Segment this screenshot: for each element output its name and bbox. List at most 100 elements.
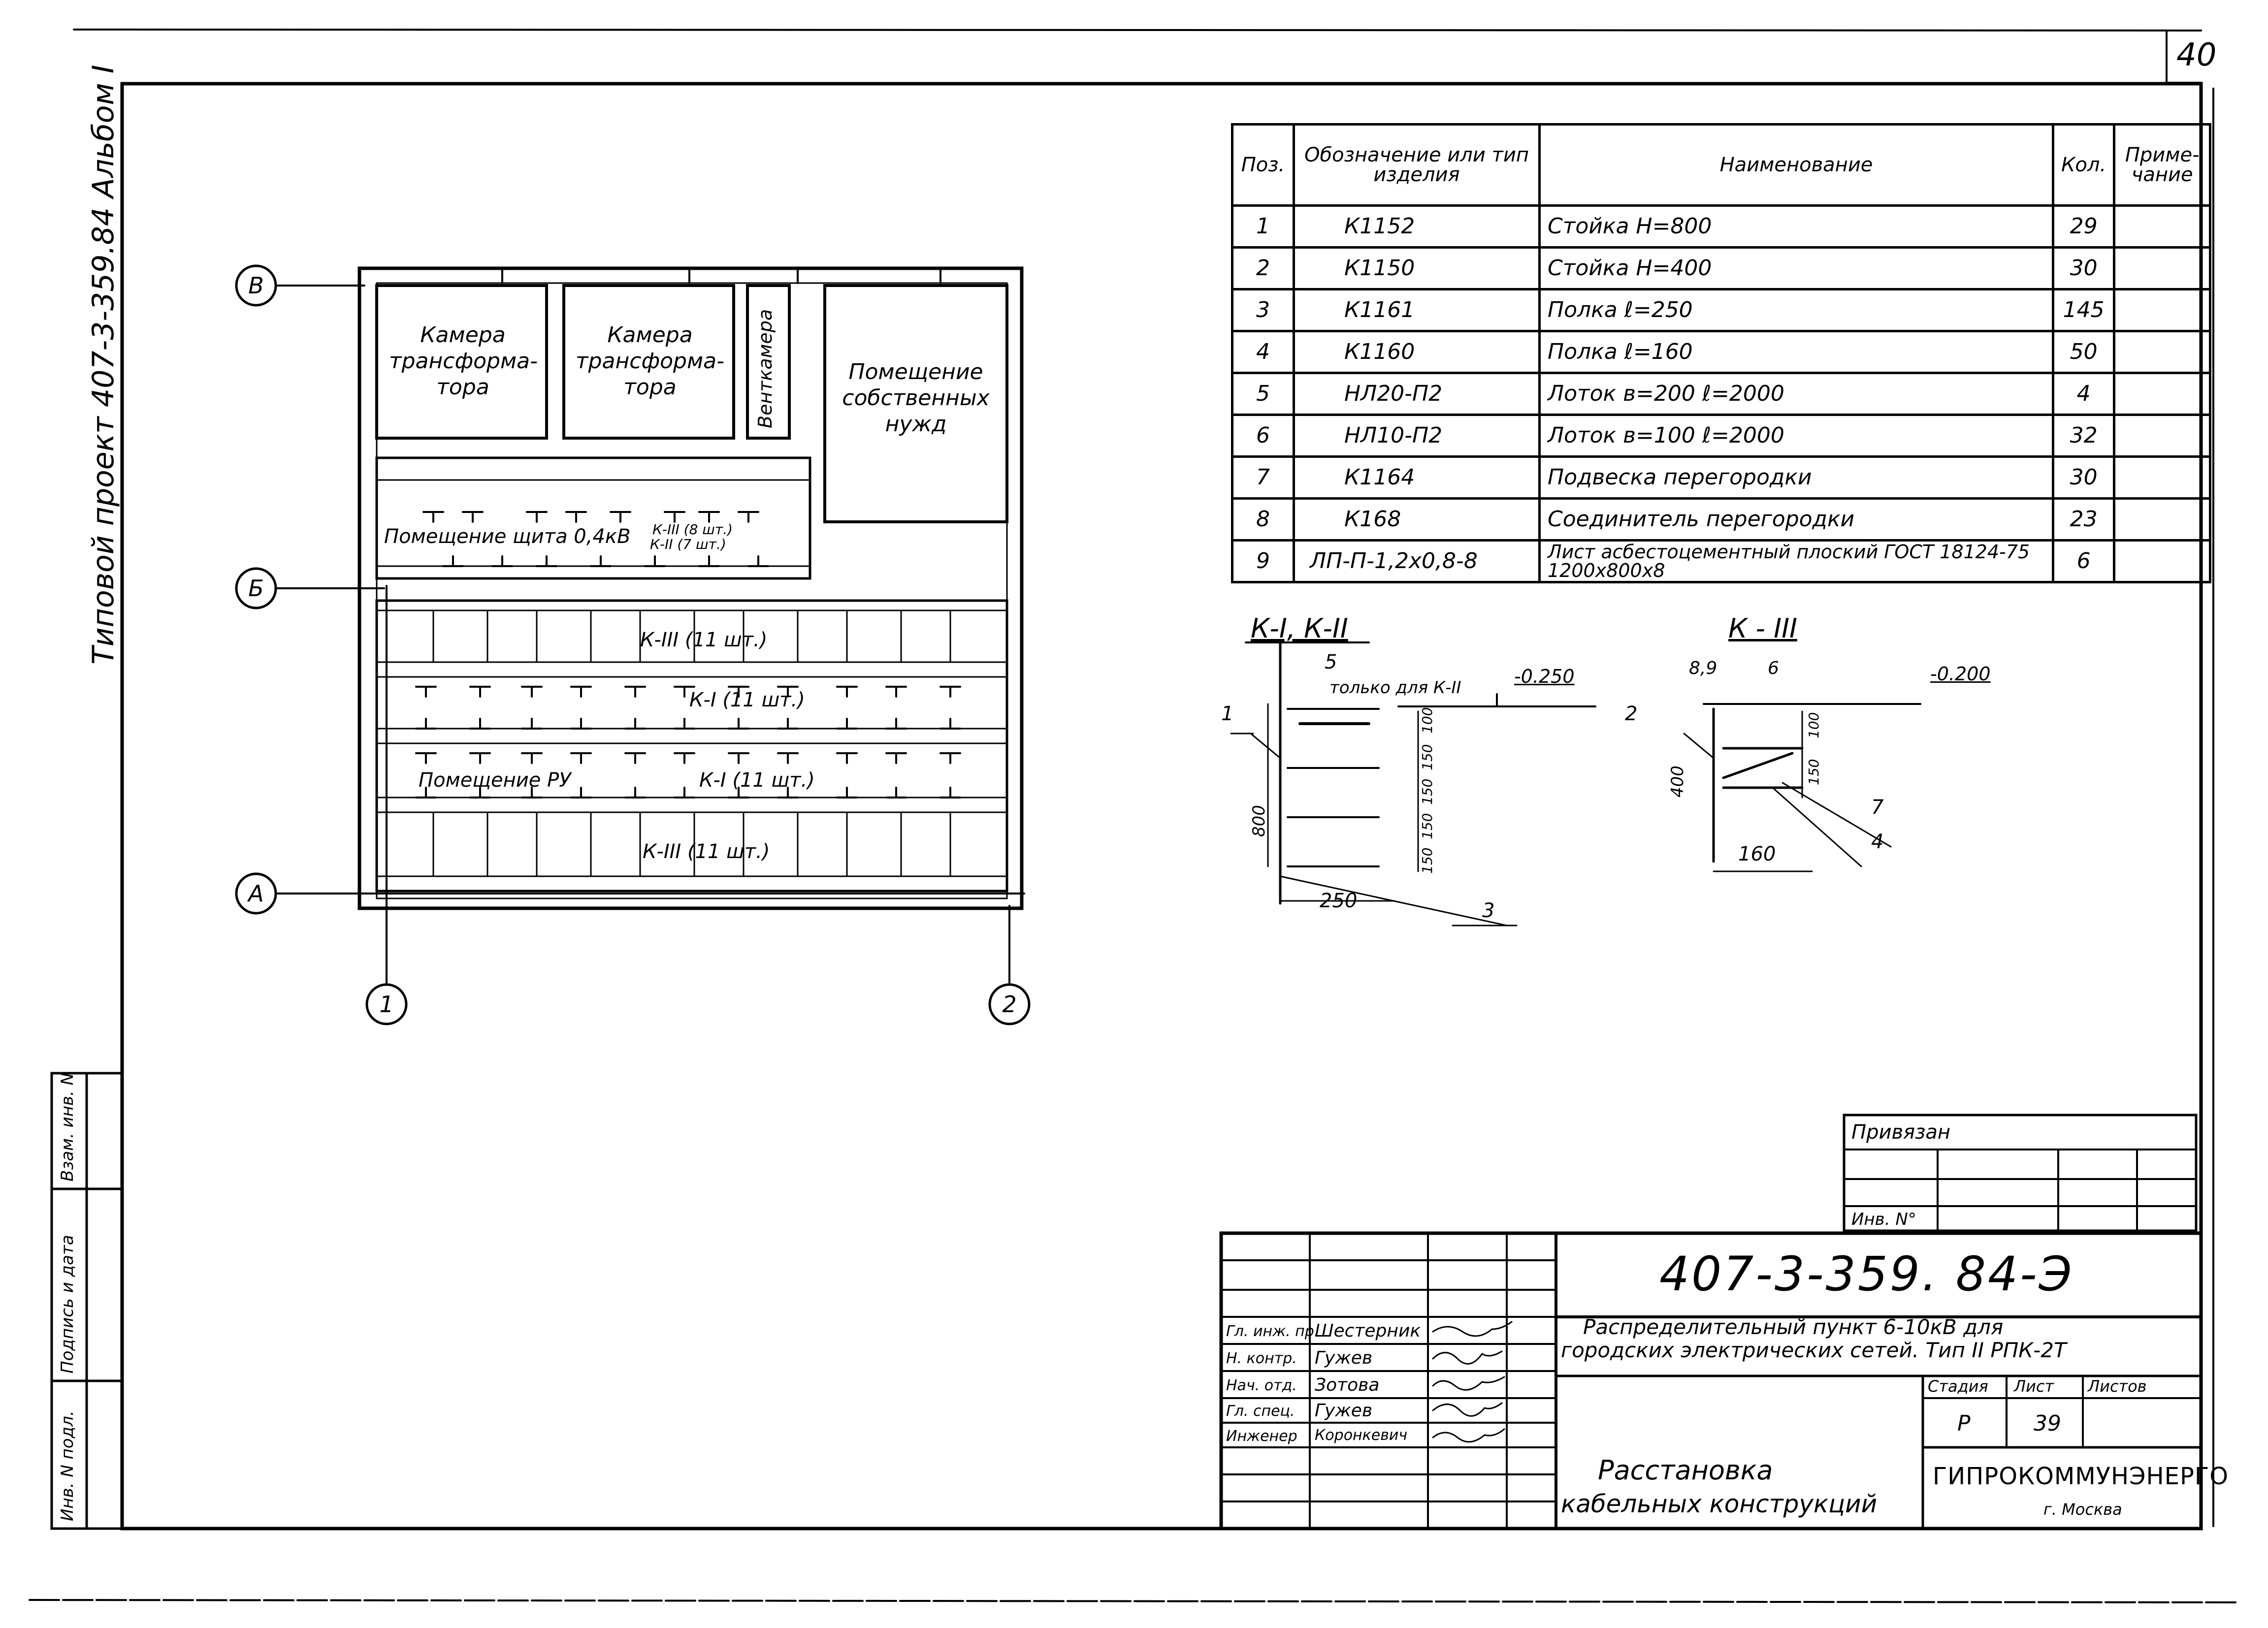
project-title-line-2: городских электрических сетей. Тип II РП… xyxy=(1561,1338,2067,1362)
cell-designation: К1150 xyxy=(1293,246,1541,290)
panel-note-k2: К-II (7 шт.) xyxy=(650,536,726,552)
cell-pos: 2 xyxy=(1231,246,1295,290)
room-panel: Помещение щита 0,4кВ xyxy=(384,525,631,548)
album-label: Типовой проект 407-3-359.84 Альбом I xyxy=(86,64,121,665)
detail-k3-dim-width: 160 xyxy=(1738,843,1776,865)
cell-designation: НЛ10-П2 xyxy=(1293,414,1541,458)
row-k1-low: К-I (11 шт.) xyxy=(699,769,815,792)
cell-designation: К1152 xyxy=(1293,204,1541,249)
cell-qty: 30 xyxy=(2051,246,2116,290)
detail-k1-dim-3: 150 xyxy=(1419,778,1435,805)
detail-k1-level: -0.250 xyxy=(1514,666,1575,687)
detail-k1-dim-5: 150 xyxy=(1419,847,1435,874)
row-k3-bottom: К-III (11 шт.) xyxy=(643,840,770,863)
org-name: ГИПРОКОММУНЭНЕРГО xyxy=(1933,1463,2229,1490)
cell-note xyxy=(2113,204,2212,249)
cell-designation: К1161 xyxy=(1293,288,1541,332)
room-transformer-2: Камера трансформа-тора xyxy=(576,322,724,400)
detail-k3-callout-7: 7 xyxy=(1871,796,1884,819)
cell-qty: 29 xyxy=(2051,204,2116,249)
cell-name: Лист асбестоцементный плоский ГОСТ 18124… xyxy=(1538,539,2054,583)
cell-pos: 7 xyxy=(1231,455,1295,500)
stamp-sign-date: Подпись и дата xyxy=(58,1235,77,1373)
stage-value: Р xyxy=(1957,1411,1971,1436)
detail-k3-dim-height: 400 xyxy=(1668,766,1687,798)
stamp-inv-podl: Инв. N подл. xyxy=(58,1410,77,1521)
detail-k1-note: только для К-II xyxy=(1329,678,1461,698)
col-qty: Кол. xyxy=(2051,123,2116,207)
cell-pos: 8 xyxy=(1231,497,1295,542)
privyazan-label: Привязан xyxy=(1851,1121,1951,1144)
cell-note xyxy=(2113,288,2212,332)
room-vent: Венткамера xyxy=(754,309,776,428)
detail-k3-dim-2: 150 xyxy=(1806,759,1822,785)
detail-k1-callout-3: 3 xyxy=(1482,899,1495,922)
person-role: Гл. инж. пр. xyxy=(1226,1323,1319,1340)
sheet-value: 39 xyxy=(2034,1411,2061,1436)
cell-designation: НЛ20-П2 xyxy=(1293,372,1541,416)
cell-name: Соединитель перегородки xyxy=(1538,497,2054,542)
person-role: Гл. спец. xyxy=(1226,1403,1295,1420)
cell-note xyxy=(2113,246,2212,290)
detail-k3-callout-4: 4 xyxy=(1871,830,1884,853)
cell-pos: 6 xyxy=(1231,414,1295,458)
cell-note xyxy=(2113,414,2212,458)
sheet-number: 40 xyxy=(2176,37,2217,73)
cell-pos: 1 xyxy=(1231,204,1295,249)
cell-qty: 6 xyxy=(2051,539,2116,583)
axis-label-2: 2 xyxy=(1002,991,1016,1018)
cell-name: Полка ℓ=250 xyxy=(1538,288,2054,332)
doc-code: 407-3-359. 84-Э xyxy=(1659,1246,2074,1302)
cell-name: Стойка Н=800 xyxy=(1538,204,2054,249)
cell-pos: 9 xyxy=(1231,539,1295,583)
cell-qty: 50 xyxy=(2051,330,2116,374)
cell-name: Лоток в=100 ℓ=2000 xyxy=(1538,414,2054,458)
cell-note xyxy=(2113,330,2212,374)
person-role: Инженер xyxy=(1226,1428,1297,1445)
detail-k3-callout-6: 6 xyxy=(1768,658,1779,678)
sheet-label: Лист xyxy=(2014,1377,2054,1396)
detail-k1-callout-1: 1 xyxy=(1221,702,1234,725)
spec-header-row: Поз. Обозначение или тип изделия Наимено… xyxy=(1231,123,2212,207)
detail-k3-dim-1: 100 xyxy=(1806,712,1822,738)
detail-k3-title: К - III xyxy=(1728,613,1797,644)
row-k1-mid: К-I (11 шт.) xyxy=(689,689,805,711)
sheets-label: Листов xyxy=(2088,1377,2147,1396)
person-name: Шестерник xyxy=(1315,1321,1421,1341)
col-designation: Обозначение или тип изделия xyxy=(1293,123,1541,207)
person-role: Н. контр. xyxy=(1226,1350,1297,1367)
person-name: Гужев xyxy=(1315,1401,1373,1421)
stage-label: Стадия xyxy=(1928,1377,1988,1396)
cell-note xyxy=(2113,539,2212,583)
col-name: Наименование xyxy=(1538,123,2054,207)
detail-k1-dim-4: 150 xyxy=(1419,813,1435,839)
person-role: Нач. отд. xyxy=(1226,1377,1297,1394)
cell-designation: ЛП-П-1,2х0,8-8 xyxy=(1293,539,1541,583)
panel-note-k3: К-III (8 шт.) xyxy=(652,521,733,538)
detail-k3-callout-2: 2 xyxy=(1625,702,1638,725)
room-ru: Помещение РУ xyxy=(419,769,571,792)
org-city: г. Москва xyxy=(2043,1500,2122,1519)
project-title-line-1: Распределительный пункт 6-10кВ для xyxy=(1583,1315,2004,1339)
axis-label-v: В xyxy=(248,272,264,299)
drawing-title-line-1: Расстановка xyxy=(1598,1455,1773,1486)
person-name: Зотова xyxy=(1315,1375,1380,1395)
detail-k1-dim-height: 800 xyxy=(1249,805,1269,837)
cell-qty: 32 xyxy=(2051,414,2116,458)
cell-designation: К168 xyxy=(1293,497,1541,542)
cell-pos: 5 xyxy=(1231,372,1295,416)
axis-label-b: Б xyxy=(248,575,264,602)
cell-pos: 4 xyxy=(1231,330,1295,374)
cell-qty: 30 xyxy=(2051,455,2116,500)
cell-name: Полка ℓ=160 xyxy=(1538,330,2054,374)
axis-label-1: 1 xyxy=(379,991,393,1018)
detail-k3-callout-89: 8,9 xyxy=(1689,658,1717,678)
cell-designation: К1160 xyxy=(1293,330,1541,374)
privyazan-inv: Инв. N° xyxy=(1851,1210,1916,1229)
